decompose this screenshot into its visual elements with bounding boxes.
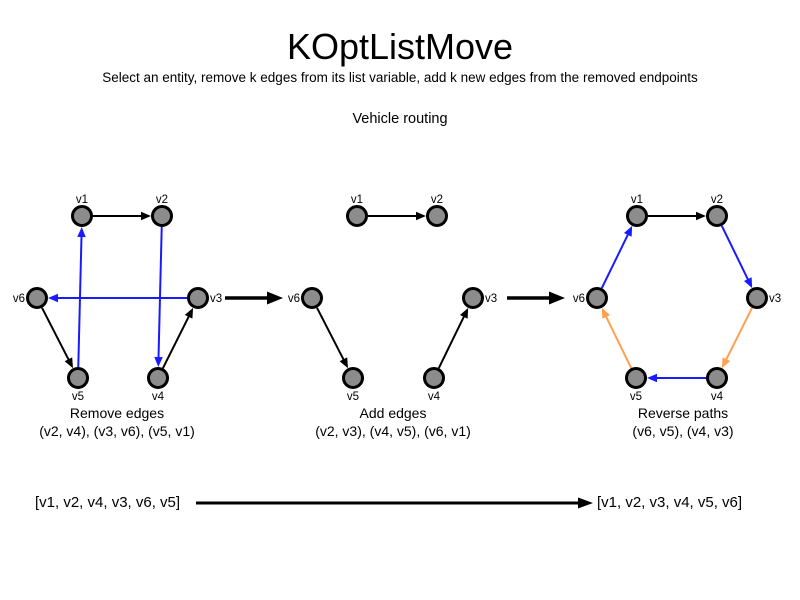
graph-node-v1 (346, 205, 368, 227)
graph-node-v5 (625, 367, 647, 389)
sequence-arrow-head (578, 497, 593, 509)
edge-v2-v3-line (720, 225, 750, 281)
node-label-v2: v2 (156, 194, 168, 206)
node-label-v5: v5 (347, 391, 359, 403)
graph-node-v4 (706, 367, 728, 389)
edge-v1-v2-head (416, 211, 426, 221)
graph-node-v3 (746, 287, 768, 309)
caption-title: Remove edges (69, 405, 165, 421)
graph-node-v2 (426, 205, 448, 227)
caption-detail: (v2, v3), (v4, v5), (v6, v1) (315, 423, 471, 439)
edge-v5-v6-head (601, 307, 611, 319)
node-label-v2: v2 (711, 194, 723, 206)
edge-v6-v5-line (41, 307, 70, 361)
graph-node-v6 (26, 287, 48, 309)
edge-v1-v2-head (141, 211, 151, 221)
edge-v2-v4-head (154, 356, 163, 368)
edge-v6-v5-head (64, 357, 73, 369)
caption-remove-edges: Remove edges (v2, v4), (v3, v6), (v5, v1… (39, 404, 195, 440)
edge-v3-v6-head (48, 293, 58, 303)
node-label-v3: v3 (769, 293, 781, 305)
caption-detail: (v2, v4), (v3, v6), (v5, v1) (39, 423, 195, 439)
edge-v1-v2-head (696, 211, 706, 221)
caption-detail: (v6, v5), (v4, v3) (632, 423, 734, 439)
node-label-v6: v6 (288, 293, 300, 305)
transition-arrow-2-head (549, 291, 565, 305)
edge-v3-v4-line (725, 307, 753, 361)
edge-v4-v5-head (647, 373, 657, 383)
caption-add-edges: Add edges (v2, v3), (v4, v5), (v6, v1) (315, 404, 471, 440)
caption-title: Reverse paths (637, 405, 729, 421)
sequence-after: [v1, v2, v3, v4, v5, v6] (597, 494, 743, 511)
edge-v2-v4-line (157, 226, 163, 359)
graph-node-v6 (301, 287, 323, 309)
edge-v4-v3-line (162, 315, 190, 369)
edge-v5-v1-head (77, 226, 86, 238)
edge-v2-v3-head (743, 277, 753, 289)
graph-node-v5 (67, 367, 89, 389)
graph-node-v2 (706, 205, 728, 227)
graph-node-v6 (586, 287, 608, 309)
page-subtitle: Select an entity, remove k edges from it… (102, 70, 698, 85)
edge-v6-v5-line (316, 307, 345, 361)
graph-node-v4 (423, 367, 445, 389)
node-label-v1: v1 (631, 194, 643, 206)
edge-v6-v5-head (339, 357, 348, 369)
graph-node-v3 (462, 287, 484, 309)
node-label-v1: v1 (351, 194, 363, 206)
graph-node-v1 (626, 205, 648, 227)
node-label-v6: v6 (13, 293, 25, 305)
edge-v6-v1-line (600, 233, 630, 289)
transition-arrow-1-head (267, 291, 283, 305)
node-label-v3: v3 (485, 293, 497, 305)
sequence-before: [v1, v2, v4, v3, v6, v5] (35, 494, 181, 511)
node-label-v4: v4 (711, 391, 724, 403)
node-label-v6: v6 (573, 293, 585, 305)
edge-v5-v6-line (604, 315, 633, 369)
node-label-v3: v3 (210, 293, 222, 305)
edge-v4-v3-head (184, 307, 194, 319)
graph-node-v2 (151, 205, 173, 227)
page-title: KOptListMove (286, 26, 514, 67)
node-label-v5: v5 (72, 391, 84, 403)
caption-title: Add edges (359, 405, 427, 421)
node-label-v2: v2 (431, 194, 443, 206)
section-label: Vehicle routing (352, 111, 448, 127)
graph-remove-edges: v1 v2 v6 v3 v5 v4 (13, 194, 222, 403)
node-label-v1: v1 (76, 194, 88, 206)
graph-node-v3 (187, 287, 209, 309)
node-label-v4: v4 (152, 391, 165, 403)
graph-reverse-paths: v1 v2 v6 v3 v5 v4 (573, 194, 781, 403)
edge-v4-v3-line (437, 315, 466, 369)
node-label-v5: v5 (630, 391, 642, 403)
caption-reverse-paths: Reverse paths (v6, v5), (v4, v3) (632, 404, 733, 440)
graph-node-v5 (342, 367, 364, 389)
node-label-v4: v4 (428, 391, 441, 403)
edge-v5-v1-line (77, 235, 83, 368)
graph-add-edges: v1 v2 v6 v3 v5 v4 (288, 194, 497, 403)
graph-node-v1 (71, 205, 93, 227)
edge-v3-v4-head (721, 357, 731, 369)
graph-node-v4 (147, 367, 169, 389)
edge-v6-v1-head (623, 225, 633, 237)
edge-v4-v3-head (459, 307, 469, 319)
